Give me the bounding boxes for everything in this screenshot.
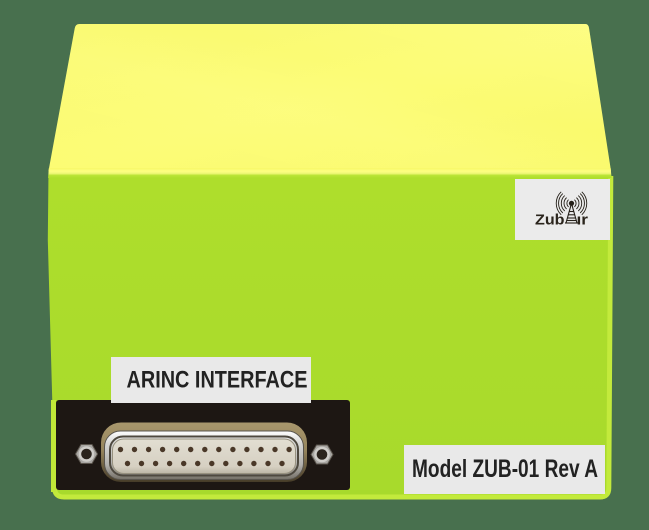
- svg-text:Model ZUB-01 Rev A: Model ZUB-01 Rev A: [412, 455, 598, 483]
- svg-text:ARINC INTERFACE: ARINC INTERFACE: [127, 367, 308, 394]
- svg-text:Zub: Zub: [535, 212, 565, 229]
- svg-text:ır: ır: [577, 212, 589, 229]
